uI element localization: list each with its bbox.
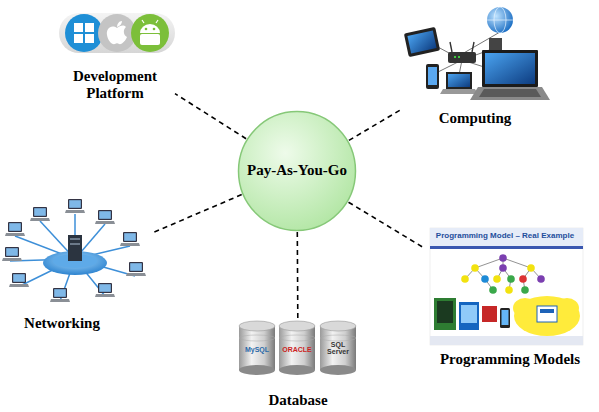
service-item: Computing (400, 2, 550, 130)
service-item: Networking (2, 195, 152, 335)
service-item: Programming Models (425, 226, 590, 371)
slide-heading: Programming Model – Real Example (430, 232, 580, 240)
dashed-connector (152, 195, 242, 233)
item-caption: Networking (2, 315, 122, 332)
item-caption: Programming Models (425, 351, 595, 368)
item-caption: Development Platform (60, 68, 170, 102)
item-caption: Database (228, 392, 368, 409)
service-item: Development Platform (55, 8, 175, 103)
db-logo: ORACLE (280, 346, 314, 353)
platform-icons (55, 8, 180, 58)
service-item: Database (228, 318, 368, 410)
item-caption: Computing (400, 110, 550, 127)
computing-devices (400, 2, 550, 106)
db-logo: SQL Server (321, 341, 355, 356)
dashed-connector (349, 202, 426, 248)
circle-label: Pay-As-You-Go (237, 162, 357, 179)
dashed-connector (175, 94, 246, 139)
dashed-connector (349, 110, 400, 140)
network-illustration (2, 195, 152, 313)
dashed-connector (296, 232, 298, 318)
db-logo: MySQL (240, 346, 274, 353)
pricing-circle: Pay-As-You-Go (237, 110, 357, 232)
programming-model-picture (425, 226, 590, 348)
